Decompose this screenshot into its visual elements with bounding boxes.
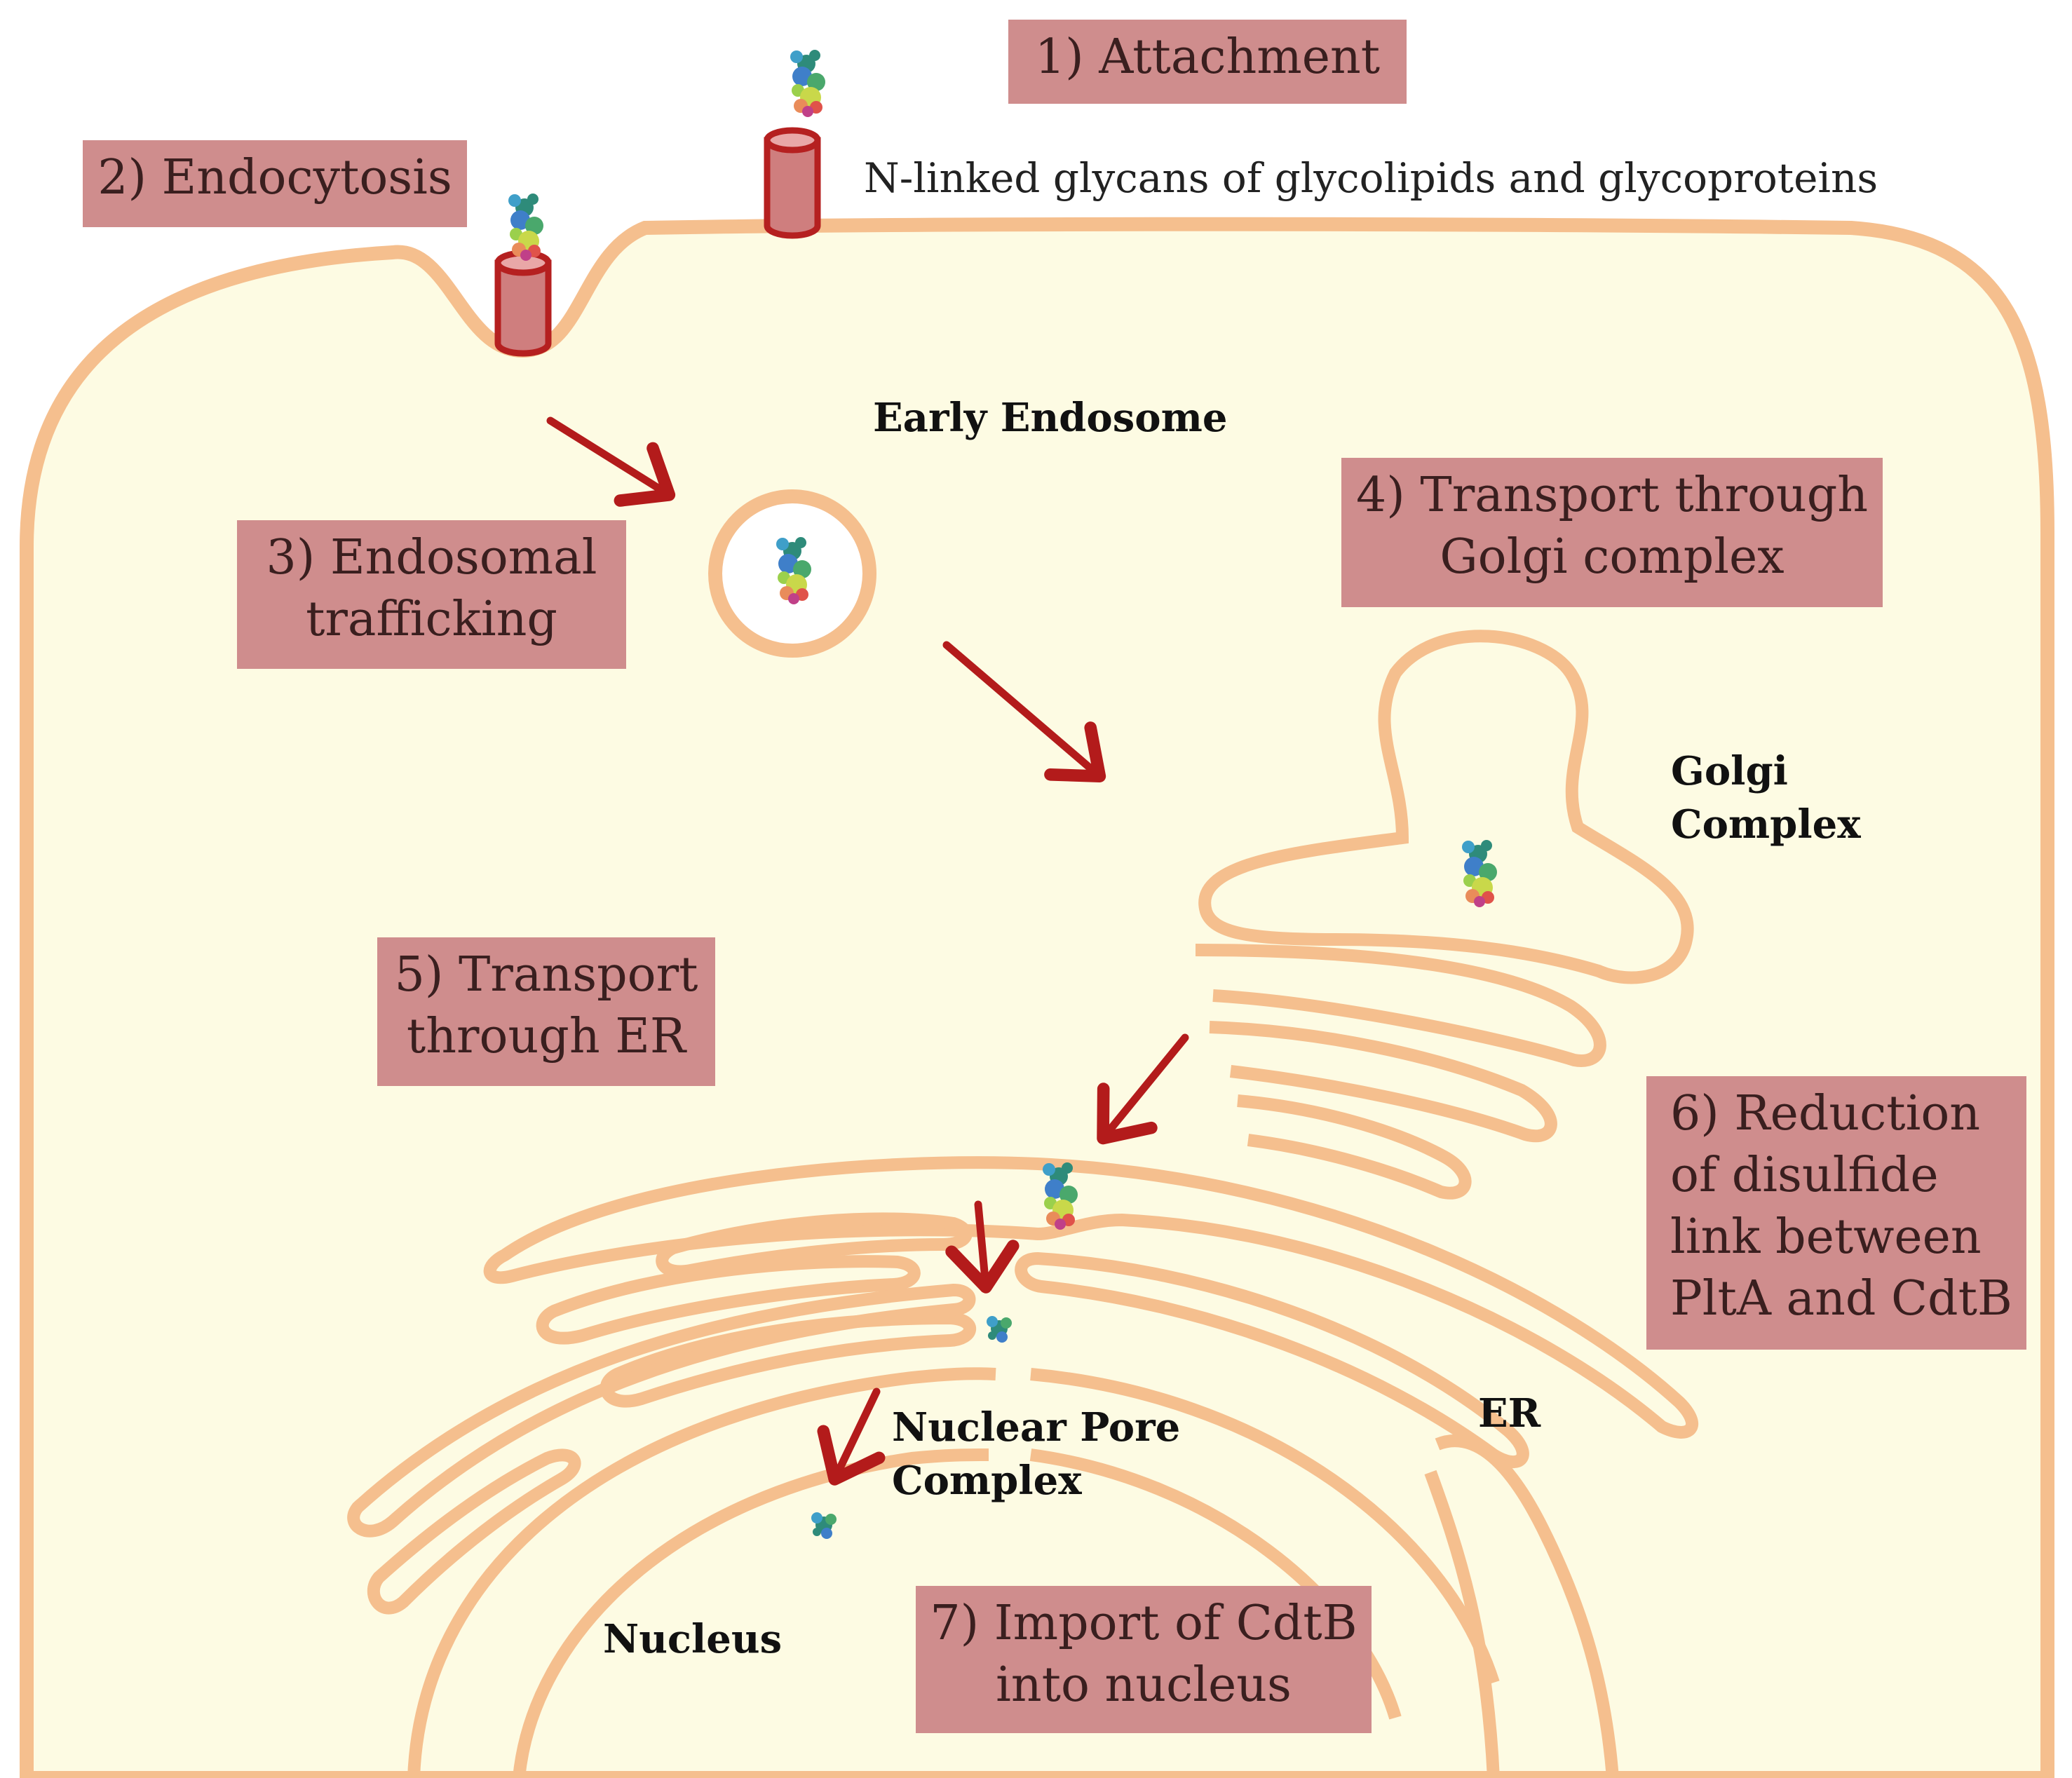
glycans-label: N-linked glycans of glycolipids and glyc… bbox=[864, 154, 1878, 202]
step-text: PltA and CdtB bbox=[1670, 1271, 2012, 1326]
step-text: of disulfide bbox=[1670, 1148, 1939, 1203]
step-endocytosis-box: 2) Endocytosis bbox=[83, 140, 467, 227]
step-disulfide-reduction-box: 6) Reduction of disulfide link between P… bbox=[1646, 1076, 2026, 1350]
label-line: Complex bbox=[892, 1458, 1082, 1504]
step-text: into nucleus bbox=[996, 1657, 1292, 1713]
step-attachment-box: 1) Attachment bbox=[1008, 20, 1407, 104]
step-text: 6) Reduction bbox=[1670, 1086, 1981, 1141]
red-arrow-icon bbox=[546, 416, 1189, 1486]
toxin-molecule-icon bbox=[790, 50, 825, 117]
step-nuclear-import-box: 7) Import of CdtB into nucleus bbox=[916, 1586, 1372, 1733]
step-text: trafficking bbox=[306, 592, 557, 647]
label-line: Nuclear Pore bbox=[892, 1404, 1181, 1451]
nuclear-envelope bbox=[407, 1367, 1500, 1778]
label-line: Complex bbox=[1671, 801, 1861, 848]
endoplasmic-reticulum bbox=[347, 1156, 1698, 1778]
early-endosome-vesicle bbox=[708, 489, 876, 658]
step-text: 1) Attachment bbox=[1034, 29, 1381, 85]
glycan-receptor-icon bbox=[764, 127, 821, 239]
step-endosomal-trafficking-box: 3) Endosomal trafficking bbox=[237, 520, 626, 669]
step-text: 5) Transport bbox=[394, 947, 698, 1003]
step-text: 3) Endosomal bbox=[266, 530, 597, 585]
step-text: through ER bbox=[406, 1009, 686, 1064]
early-endosome-label: Early Endosome bbox=[873, 395, 1228, 441]
glycan-receptor-icon bbox=[494, 250, 552, 357]
toxin-molecule-icon bbox=[508, 194, 543, 261]
golgi-complex bbox=[1195, 630, 1694, 1200]
step-text: Golgi complex bbox=[1440, 529, 1785, 585]
step-text: 7) Import of CdtB bbox=[930, 1596, 1357, 1651]
nuclear-pore-complex-label: Nuclear Pore Complex bbox=[892, 1401, 1180, 1507]
label-line: Golgi bbox=[1671, 748, 1788, 794]
step-er-transport-box: 5) Transport through ER bbox=[377, 937, 715, 1086]
step-text: link between bbox=[1670, 1209, 1982, 1265]
step-golgi-transport-box: 4) Transport through Golgi complex bbox=[1341, 458, 1883, 607]
step-text: 2) Endocytosis bbox=[97, 150, 452, 205]
nucleus-label: Nucleus bbox=[603, 1616, 783, 1662]
golgi-complex-label: Golgi Complex bbox=[1671, 745, 1861, 851]
step-text: 4) Transport through bbox=[1355, 468, 1869, 523]
er-label: ER bbox=[1478, 1390, 1541, 1437]
